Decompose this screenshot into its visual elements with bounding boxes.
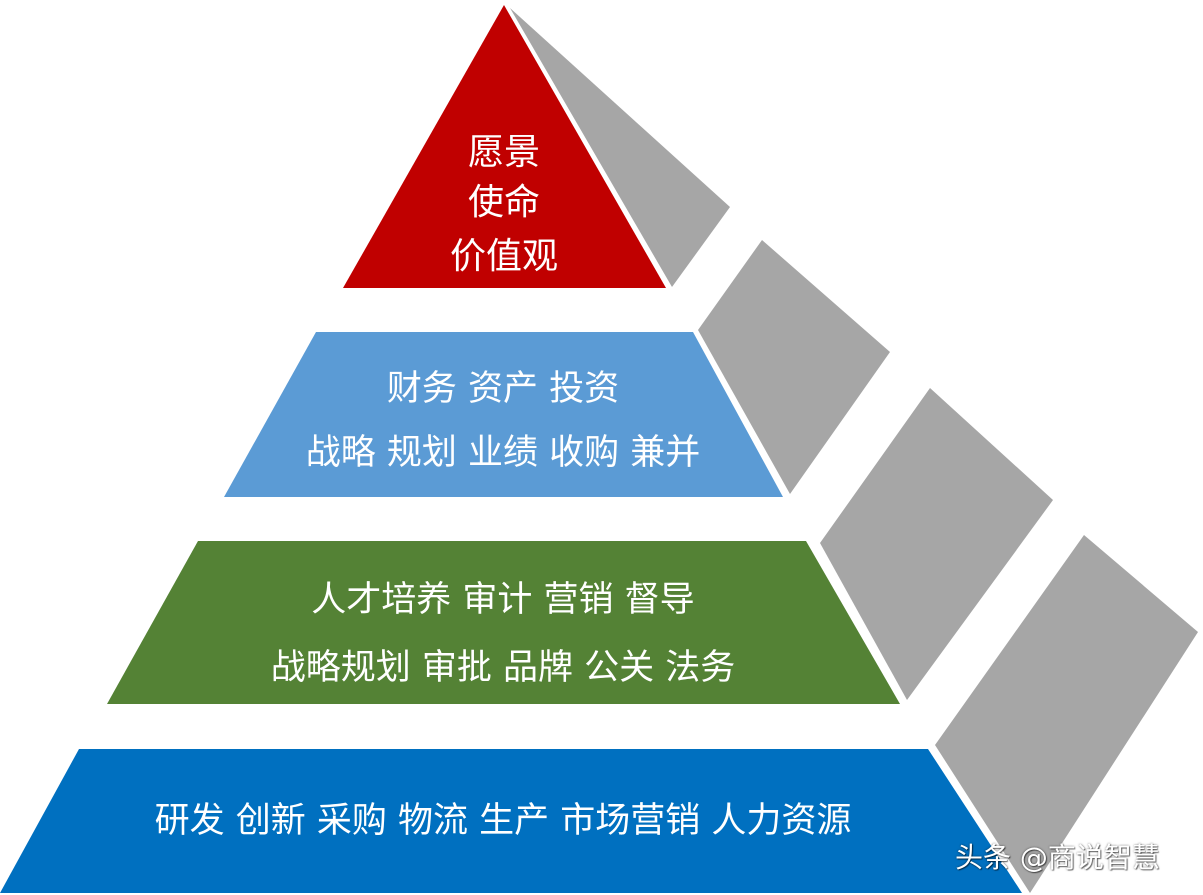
pyramid-level-top (343, 5, 666, 288)
top-level-line-3: 价值观 (450, 236, 558, 277)
watermark: 头条 @商说智慧 (955, 841, 1160, 874)
pyramid-level-base (0, 749, 1022, 893)
pyramid-level-third (107, 541, 900, 704)
side-face-base (935, 535, 1198, 893)
side-face-third (820, 388, 1053, 700)
side-face-second (698, 240, 890, 494)
top-level-line-2: 使命 (468, 182, 540, 223)
top-level-line-1: 愿景 (468, 132, 540, 173)
base-level-line-1: 研发 创新 采购 物流 生产 市场营销 人力资源 (155, 801, 852, 841)
second-level-line-2: 战略 规划 业绩 收购 兼并 (306, 433, 701, 473)
third-level-line-2: 战略规划 审批 品牌 公关 法务 (271, 648, 736, 688)
third-level-line-1: 人才培养 审计 营销 督导 (311, 580, 694, 620)
pyramid-level-second (224, 332, 783, 497)
second-level-line-1: 财务 资产 投资 (387, 369, 619, 409)
side-face-top (510, 8, 730, 287)
